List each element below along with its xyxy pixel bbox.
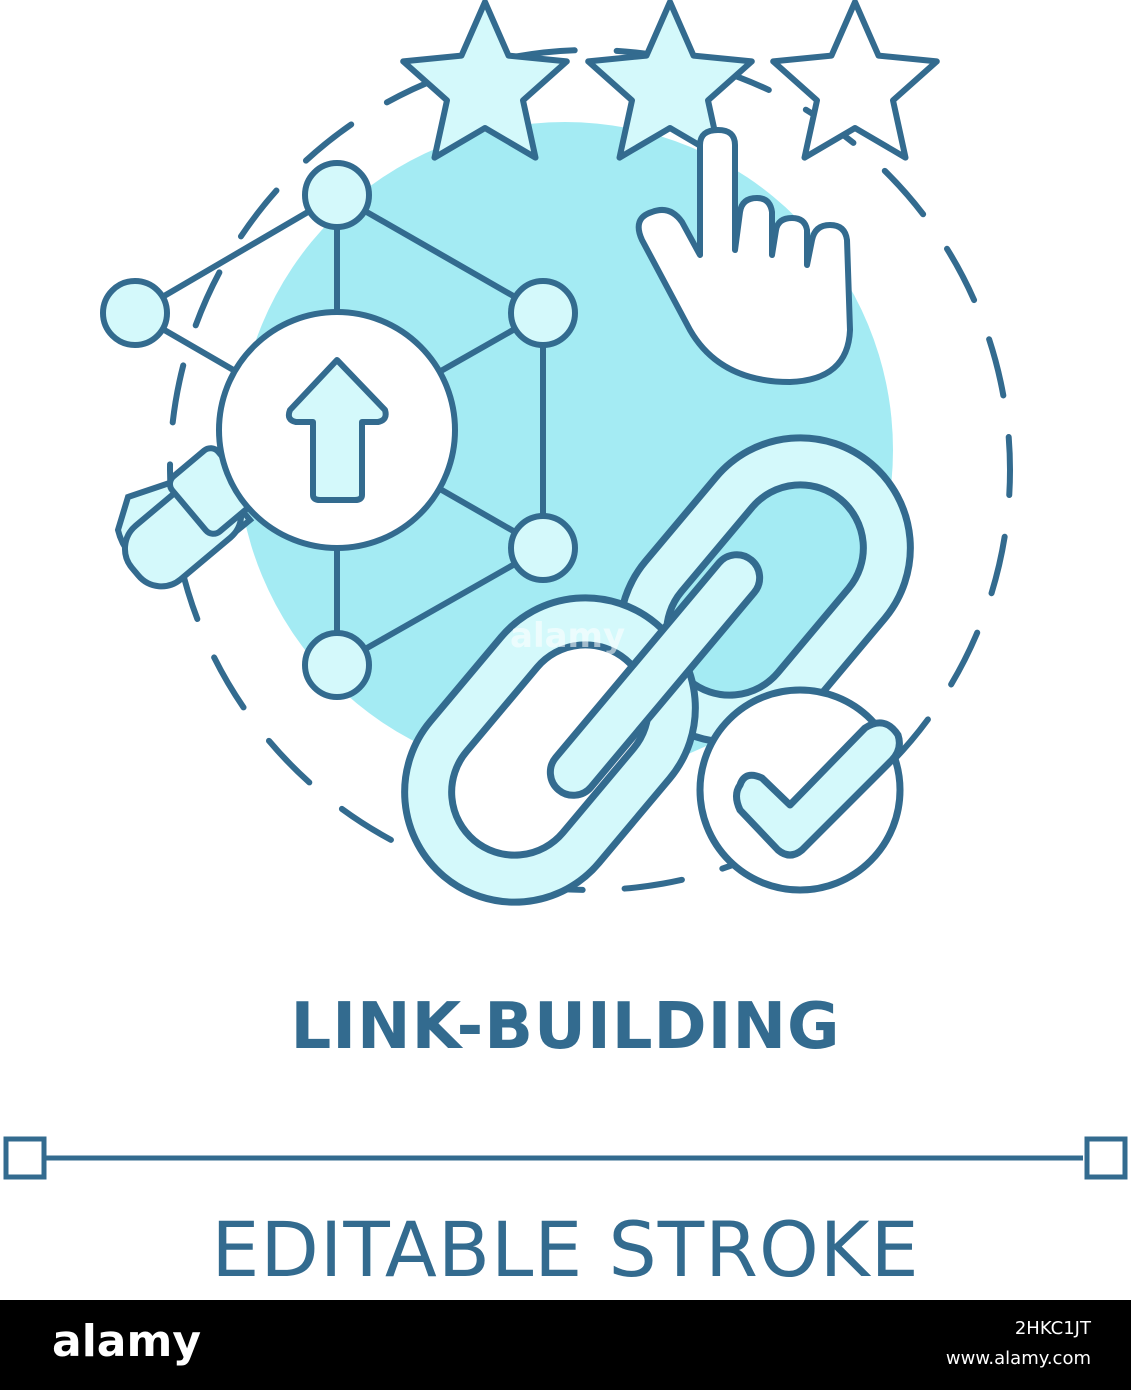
title: LINK-BUILDING <box>290 990 841 1064</box>
pointing-hand-icon <box>635 127 853 385</box>
rating-stars <box>400 0 940 161</box>
arrow-up-icon <box>285 357 389 503</box>
star-icon <box>770 0 940 161</box>
watermark: alamy <box>510 616 626 656</box>
footer-image-info: 2HKC1JT www.alamy.com <box>946 1314 1091 1374</box>
star-icon <box>585 0 755 161</box>
handle-square-left <box>3 1136 47 1180</box>
star-icon <box>400 0 570 161</box>
network-node <box>100 278 170 348</box>
footer-site: www.alamy.com <box>945 1348 1091 1369</box>
network-node <box>508 278 578 348</box>
handle-square-right <box>1084 1136 1128 1180</box>
link-building-illustration <box>3 0 1128 1180</box>
checkmark-icon <box>696 686 904 894</box>
network-node <box>508 513 578 583</box>
network-nodes <box>100 160 578 700</box>
divider-handle-line <box>3 1136 1128 1180</box>
chain-link-icon <box>401 434 914 906</box>
footer-logo: alamy <box>52 1316 201 1367</box>
network-node <box>302 160 372 230</box>
footer-bar: alamy 2HKC1JT www.alamy.com <box>0 1300 1131 1390</box>
footer-image-id: 2HKC1JT <box>1014 1318 1091 1339</box>
network-node <box>302 630 372 700</box>
subtitle: EDITABLE STROKE <box>211 1205 920 1294</box>
